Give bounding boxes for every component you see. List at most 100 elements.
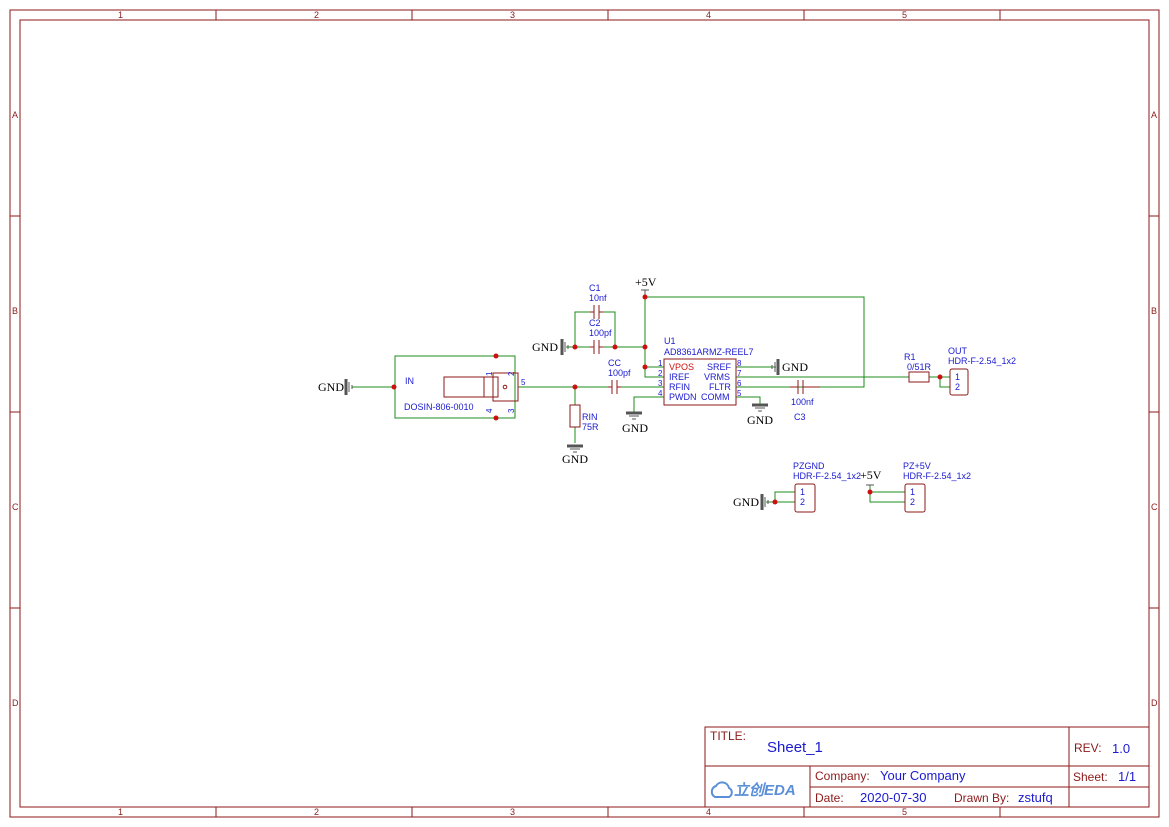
c3-ref: C3	[794, 412, 806, 422]
in-pin-5: 5	[521, 378, 526, 387]
gnd-label-c2: GND	[532, 340, 558, 354]
u1-pin-fltr: FLTR	[709, 382, 731, 392]
r1-value: 0/51R	[907, 362, 932, 372]
row-label-left-a: A	[12, 110, 18, 120]
header-pz5v: PZ+5V HDR-F-2.54_1x2 1 2	[903, 461, 971, 513]
in-connector: IN DOSIN-806-0010 1 2 3 4 5	[404, 371, 526, 413]
u1-pin-num-6: 6	[737, 379, 742, 388]
c2-value: 100pf	[589, 328, 612, 338]
u1-pin-num-8: 8	[737, 359, 742, 368]
u1-pin-num-7: 7	[737, 369, 742, 378]
col-label-bottom-4: 4	[706, 807, 711, 817]
sheet-label: Sheet:	[1073, 770, 1108, 784]
in-pin-4: 4	[485, 408, 494, 413]
gnd-label-sref: GND	[782, 360, 808, 374]
c3-value: 100nf	[791, 397, 814, 407]
col-label-bottom-3: 3	[510, 807, 515, 817]
u1-ref: U1	[664, 336, 676, 346]
sheet-frame: 1 2 3 4 5 1 2 3 4 5 A B C D A B C D	[9, 9, 1160, 818]
date-label: Date:	[815, 791, 844, 805]
gnd-label-in: GND	[318, 380, 344, 394]
row-label-right-b: B	[1151, 306, 1157, 316]
row-label-right-a: A	[1151, 110, 1157, 120]
col-label-top-5: 5	[902, 10, 907, 20]
pz5v-part: HDR-F-2.54_1x2	[903, 471, 971, 481]
u1-pin-vpos: VPOS	[669, 362, 694, 372]
col-label-top-3: 3	[510, 10, 515, 20]
gnd-symbol-rin: GND	[562, 444, 588, 466]
drawn-by-value: zstufq	[1018, 790, 1053, 805]
u1-pin-num-2: 2	[658, 369, 663, 378]
u1-pin-num-3: 3	[658, 379, 663, 388]
r1-ref: R1	[904, 352, 916, 362]
col-label-bottom-1: 1	[118, 807, 123, 817]
col-label-top-1: 1	[118, 10, 123, 20]
vcc-symbol-top: +5V	[635, 275, 657, 297]
row-label-right-d: D	[1151, 698, 1158, 708]
title-block: TITLE: Sheet_1 REV: 1.0 Company: Your Co…	[704, 726, 1150, 808]
company-label: Company:	[815, 769, 870, 783]
in-pin-2: 2	[507, 371, 516, 376]
resistor-rin: RIN 75R	[569, 404, 599, 432]
rin-value: 75R	[582, 422, 599, 432]
pz5v-ref: PZ+5V	[903, 461, 931, 471]
col-label-bottom-5: 5	[902, 807, 907, 817]
gnd-symbol-pwdn: GND	[622, 411, 648, 435]
capacitor-c2: C2 100pf	[589, 318, 612, 354]
capacitor-cc: CC 100pf	[608, 358, 631, 394]
u1-pin-vrms: VRMS	[704, 372, 730, 382]
in-part: DOSIN-806-0010	[404, 402, 474, 412]
in-pin-1: 1	[485, 371, 494, 376]
pzgnd-ref: PZGND	[793, 461, 825, 471]
u1-pin-num-4: 4	[658, 389, 663, 398]
date-value: 2020-07-30	[860, 790, 927, 805]
row-label-right-c: C	[1151, 502, 1158, 512]
pzgnd-pin-2: 2	[800, 497, 805, 507]
gnd-label-comm: GND	[747, 413, 773, 427]
c1-value: 10nf	[589, 293, 607, 303]
gnd-symbol-comm: GND	[747, 403, 773, 427]
vcc-symbol-pz: +5V	[860, 468, 882, 486]
col-label-top-2: 2	[314, 10, 319, 20]
company-value: Your Company	[880, 768, 966, 783]
cc-value: 100pf	[608, 368, 631, 378]
row-label-left-c: C	[12, 502, 19, 512]
junctions	[391, 294, 943, 505]
gnd-symbol-pzgnd: GND	[733, 494, 769, 510]
u1-pin-comm: COMM	[701, 392, 730, 402]
pzgnd-part: HDR-F-2.54_1x2	[793, 471, 861, 481]
vcc-label-pz: +5V	[860, 468, 882, 482]
cloud-icon	[710, 781, 733, 798]
vcc-label-top: +5V	[635, 275, 657, 289]
gnd-symbol-c2: GND	[532, 339, 569, 355]
in-ref: IN	[405, 376, 414, 386]
c2-ref: C2	[589, 318, 601, 328]
u1-chip: U1 AD8361ARMZ-REEL7 VPOS IREF RFIN PWDN …	[658, 336, 754, 406]
capacitor-c3: 100nf C3	[790, 380, 820, 422]
rin-ref: RIN	[582, 412, 598, 422]
sheet-value: 1/1	[1118, 769, 1136, 784]
rev-label: REV:	[1074, 741, 1102, 755]
in-pin-3: 3	[507, 408, 516, 413]
out-ref: OUT	[948, 346, 968, 356]
row-label-left-d: D	[12, 698, 19, 708]
out-pin-1: 1	[955, 372, 960, 382]
pz5v-pin-1: 1	[910, 487, 915, 497]
title-label: TITLE:	[710, 729, 746, 743]
capacitor-c1: C1 10nf	[589, 283, 607, 319]
out-part: HDR-F-2.54_1x2	[948, 356, 1016, 366]
u1-pin-rfin: RFIN	[669, 382, 690, 392]
cc-ref: CC	[608, 358, 621, 368]
u1-pin-num-1: 1	[658, 359, 663, 368]
gnd-symbol-sref: GND	[771, 359, 808, 375]
u1-pin-num-5: 5	[737, 389, 742, 398]
resistor-r1: R1 0/51R	[904, 352, 932, 383]
title-value: Sheet_1	[767, 739, 823, 756]
c1-ref: C1	[589, 283, 601, 293]
u1-pin-pwdn: PWDN	[669, 392, 697, 402]
col-label-top-4: 4	[706, 10, 711, 20]
rev-value: 1.0	[1112, 741, 1130, 756]
pzgnd-pin-1: 1	[800, 487, 805, 497]
header-pzgnd: PZGND HDR-F-2.54_1x2 1 2	[793, 461, 861, 513]
